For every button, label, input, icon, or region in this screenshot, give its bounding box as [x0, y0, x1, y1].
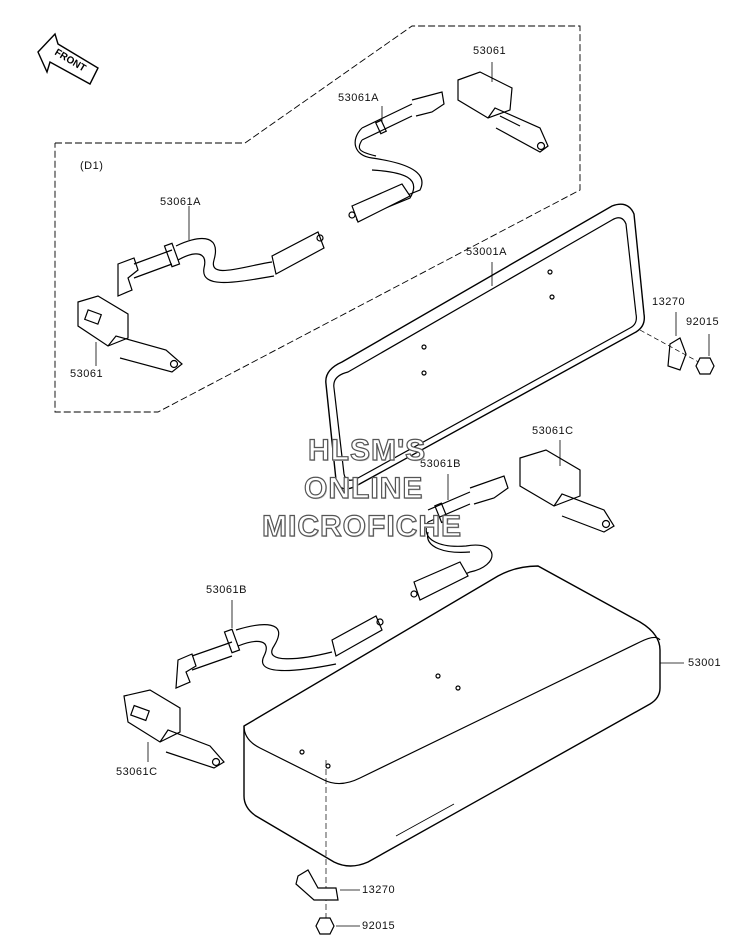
label-53001: 53001: [688, 657, 722, 669]
part-53061C-right-buckle: [519, 440, 615, 533]
part-92015-upper-nut: [695, 334, 715, 375]
watermark-line-1: HLSM'S: [307, 433, 427, 467]
part-53061B-center-strap: [410, 474, 509, 601]
label-53061-left: 53061: [70, 368, 104, 380]
part-13270-upper-bracket: [639, 312, 707, 371]
watermark-line-3: MICROFICHE: [261, 509, 462, 543]
part-53061A-top-strap: [348, 91, 445, 223]
front-arrow-icon: FRONT: [37, 32, 99, 85]
watermark-line-2: ONLINE: [303, 471, 424, 505]
label-53061C-left: 53061C: [116, 766, 158, 778]
part-53061C-left-buckle: [123, 689, 225, 769]
label-53061B-center: 53061B: [420, 458, 461, 470]
d1-region-outline: [54, 25, 581, 413]
label-53001A: 53001A: [466, 246, 507, 258]
label-53061B-left: 53061B: [206, 584, 247, 596]
label-13270-bottom: 13270: [362, 884, 396, 896]
part-13270-lower-bracket: [295, 869, 360, 901]
part-53061-left-buckle: [77, 295, 183, 373]
label-53061A-left: 53061A: [160, 196, 201, 208]
label-13270-top: 13270: [652, 296, 686, 308]
label-53061A-top: 53061A: [338, 92, 379, 104]
variant-label-d1: (D1): [80, 160, 104, 172]
part-92015-lower-nut: [315, 917, 360, 935]
label-53061-top: 53061: [473, 45, 507, 57]
part-53001-seat-cushion: [243, 565, 684, 867]
label-92015-bottom: 92015: [362, 920, 396, 932]
label-92015-top: 92015: [686, 316, 720, 328]
label-53061C-right: 53061C: [532, 425, 574, 437]
part-53061A-left-strap: [117, 206, 325, 297]
part-53061-top-buckle: [457, 62, 549, 153]
part-53001A-backrest: [325, 203, 646, 490]
part-53061B-left-strap: [175, 600, 384, 689]
